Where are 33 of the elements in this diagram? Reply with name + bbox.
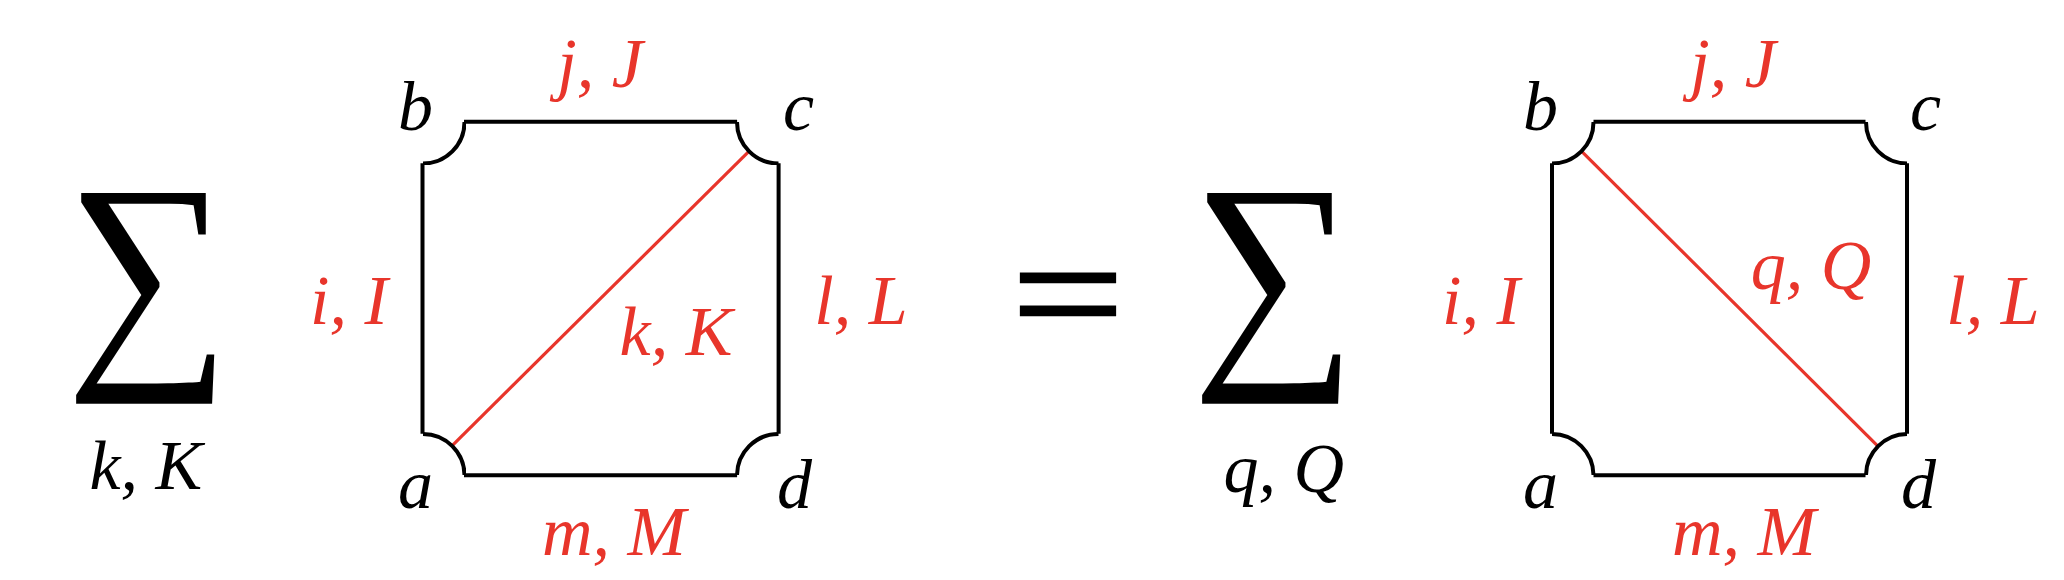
edge-line [464, 119, 738, 124]
edge-label: q, Q [1749, 226, 1873, 307]
edge-line [464, 473, 738, 478]
summation-sign: ∑ [1191, 134, 1357, 408]
edge-label: i, I [301, 259, 397, 344]
summation-sign: ∑ [65, 134, 231, 408]
edge-line [1550, 163, 1554, 434]
vertex-label: b [1523, 67, 1559, 148]
vertex-label: c [1910, 67, 1943, 148]
vertex-label: d [777, 445, 813, 526]
edge-label: l, L [813, 261, 909, 342]
vertex-label: b [398, 67, 434, 148]
edge-label: j, J [548, 22, 652, 107]
vertex-label: c [783, 67, 816, 148]
summation-index: q, Q [1223, 429, 1346, 510]
edge-line [1905, 163, 1909, 434]
edge-line [1593, 473, 1866, 478]
edge-label: i, I [1433, 259, 1529, 344]
edge-label: j, J [1681, 22, 1785, 107]
edge-line [420, 163, 425, 434]
summation-index: k, K [89, 426, 206, 507]
edge-label: l, L [1945, 261, 2041, 342]
edge-line [776, 163, 781, 434]
edge-line [1593, 119, 1866, 124]
edge-label: m, M [1663, 490, 1825, 575]
equals-sign: = [1011, 199, 1125, 386]
diagonal-line [1580, 149, 1879, 448]
vertex-label: d [1901, 445, 1937, 526]
vertex-label: a [398, 445, 434, 526]
edge-label: k, K [611, 290, 741, 375]
vertex-label: a [1523, 445, 1559, 526]
edge-label: m, M [533, 490, 695, 575]
diagonal-line [450, 149, 751, 448]
